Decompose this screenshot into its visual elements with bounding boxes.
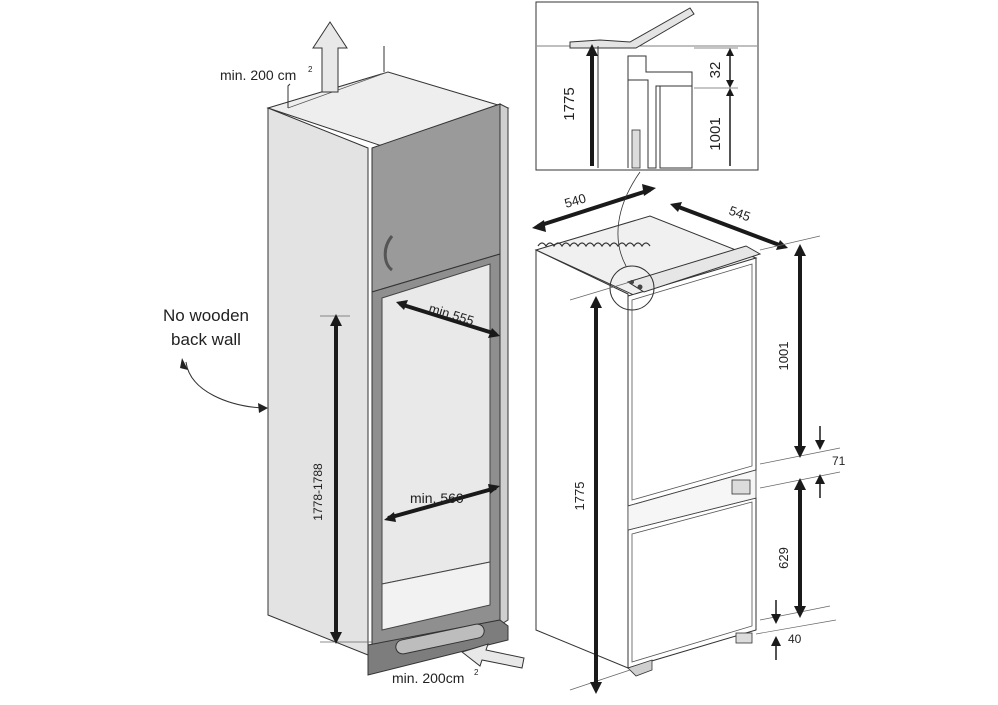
- detail-door-arrowhead: [726, 88, 734, 96]
- cabinet-side-panel: [267, 107, 369, 656]
- lower-door-inner-edge: [631, 501, 753, 663]
- upper-door-dimension: [759, 235, 841, 465]
- plinth-gap-label: 40: [788, 632, 802, 646]
- detail-height-label: 1775: [561, 87, 578, 120]
- kitchen-cabinet: [266, 46, 510, 676]
- appliance-side: [535, 249, 629, 669]
- niche-depth-dimension: [396, 300, 500, 338]
- middle-hinge: [731, 479, 751, 495]
- note-pointer-curve: [185, 361, 263, 409]
- refrigerator-appliance: [534, 215, 762, 677]
- plinth-vent-grille: [395, 623, 485, 655]
- detail-door-label: 1001: [707, 117, 724, 150]
- no-back-wall-line2: back wall: [171, 330, 241, 349]
- bracket-screw: [637, 284, 643, 290]
- detail-door: [659, 85, 693, 169]
- vent-bottom-superscript: 2: [474, 668, 479, 677]
- bottom-hinge: [735, 632, 753, 644]
- vent-top-edge-left: [287, 83, 291, 108]
- detail-inset: [535, 1, 759, 171]
- appliance-foot: [627, 659, 653, 677]
- detail-gasket: [631, 129, 641, 169]
- detail-offset-arrow-top: [726, 48, 734, 56]
- niche-width-label: min. 560: [410, 490, 464, 506]
- appliance-height-dimension: [569, 281, 631, 694]
- detail-upper-area: [537, 3, 757, 46]
- appliance-width-dimension: [532, 184, 656, 232]
- niche-height-dimension: [320, 314, 372, 644]
- detail-connector: [617, 171, 641, 267]
- plinth-gap-dimension: [755, 600, 837, 660]
- note-pointer-arrowhead: [258, 403, 268, 413]
- appliance-height-label: 1775: [572, 482, 587, 511]
- detail-offset-label: 32: [707, 62, 724, 79]
- airflow-in-arrow: [460, 643, 525, 669]
- niche-height-label: 1778-1788: [311, 463, 325, 521]
- airflow-up-arrow: [312, 21, 348, 93]
- top-gasket: [537, 242, 651, 248]
- no-back-wall-line1: No wooden: [163, 306, 249, 325]
- detail-hinge-profile: [627, 55, 693, 169]
- bracket-screw-2: [630, 280, 634, 284]
- cabinet-right-edge: [499, 103, 509, 626]
- upper-door-inner-edge: [631, 263, 753, 501]
- appliance-width-label: 540: [563, 190, 588, 210]
- door-gap: [627, 469, 757, 531]
- lower-door-label: 629: [776, 547, 791, 569]
- detail-height-arrowhead: [586, 44, 598, 56]
- gap-label: 71: [832, 454, 846, 468]
- appliance-depth-label: 545: [727, 203, 753, 225]
- vent-top-superscript: 2: [308, 65, 313, 74]
- vent-bottom-label: min. 200cm: [392, 670, 464, 686]
- door-handle: [383, 235, 394, 272]
- detail-bracket: [569, 7, 695, 49]
- detail-offset-arrow-bottom: [726, 80, 734, 88]
- niche-width-dimension: [384, 484, 500, 522]
- upper-door-label: 1001: [776, 342, 791, 371]
- lower-door-dimension: [759, 478, 831, 621]
- vent-top-label: min. 200 cm: [220, 67, 296, 83]
- niche-floor: [381, 561, 491, 631]
- note-pointer-tail: [180, 358, 188, 370]
